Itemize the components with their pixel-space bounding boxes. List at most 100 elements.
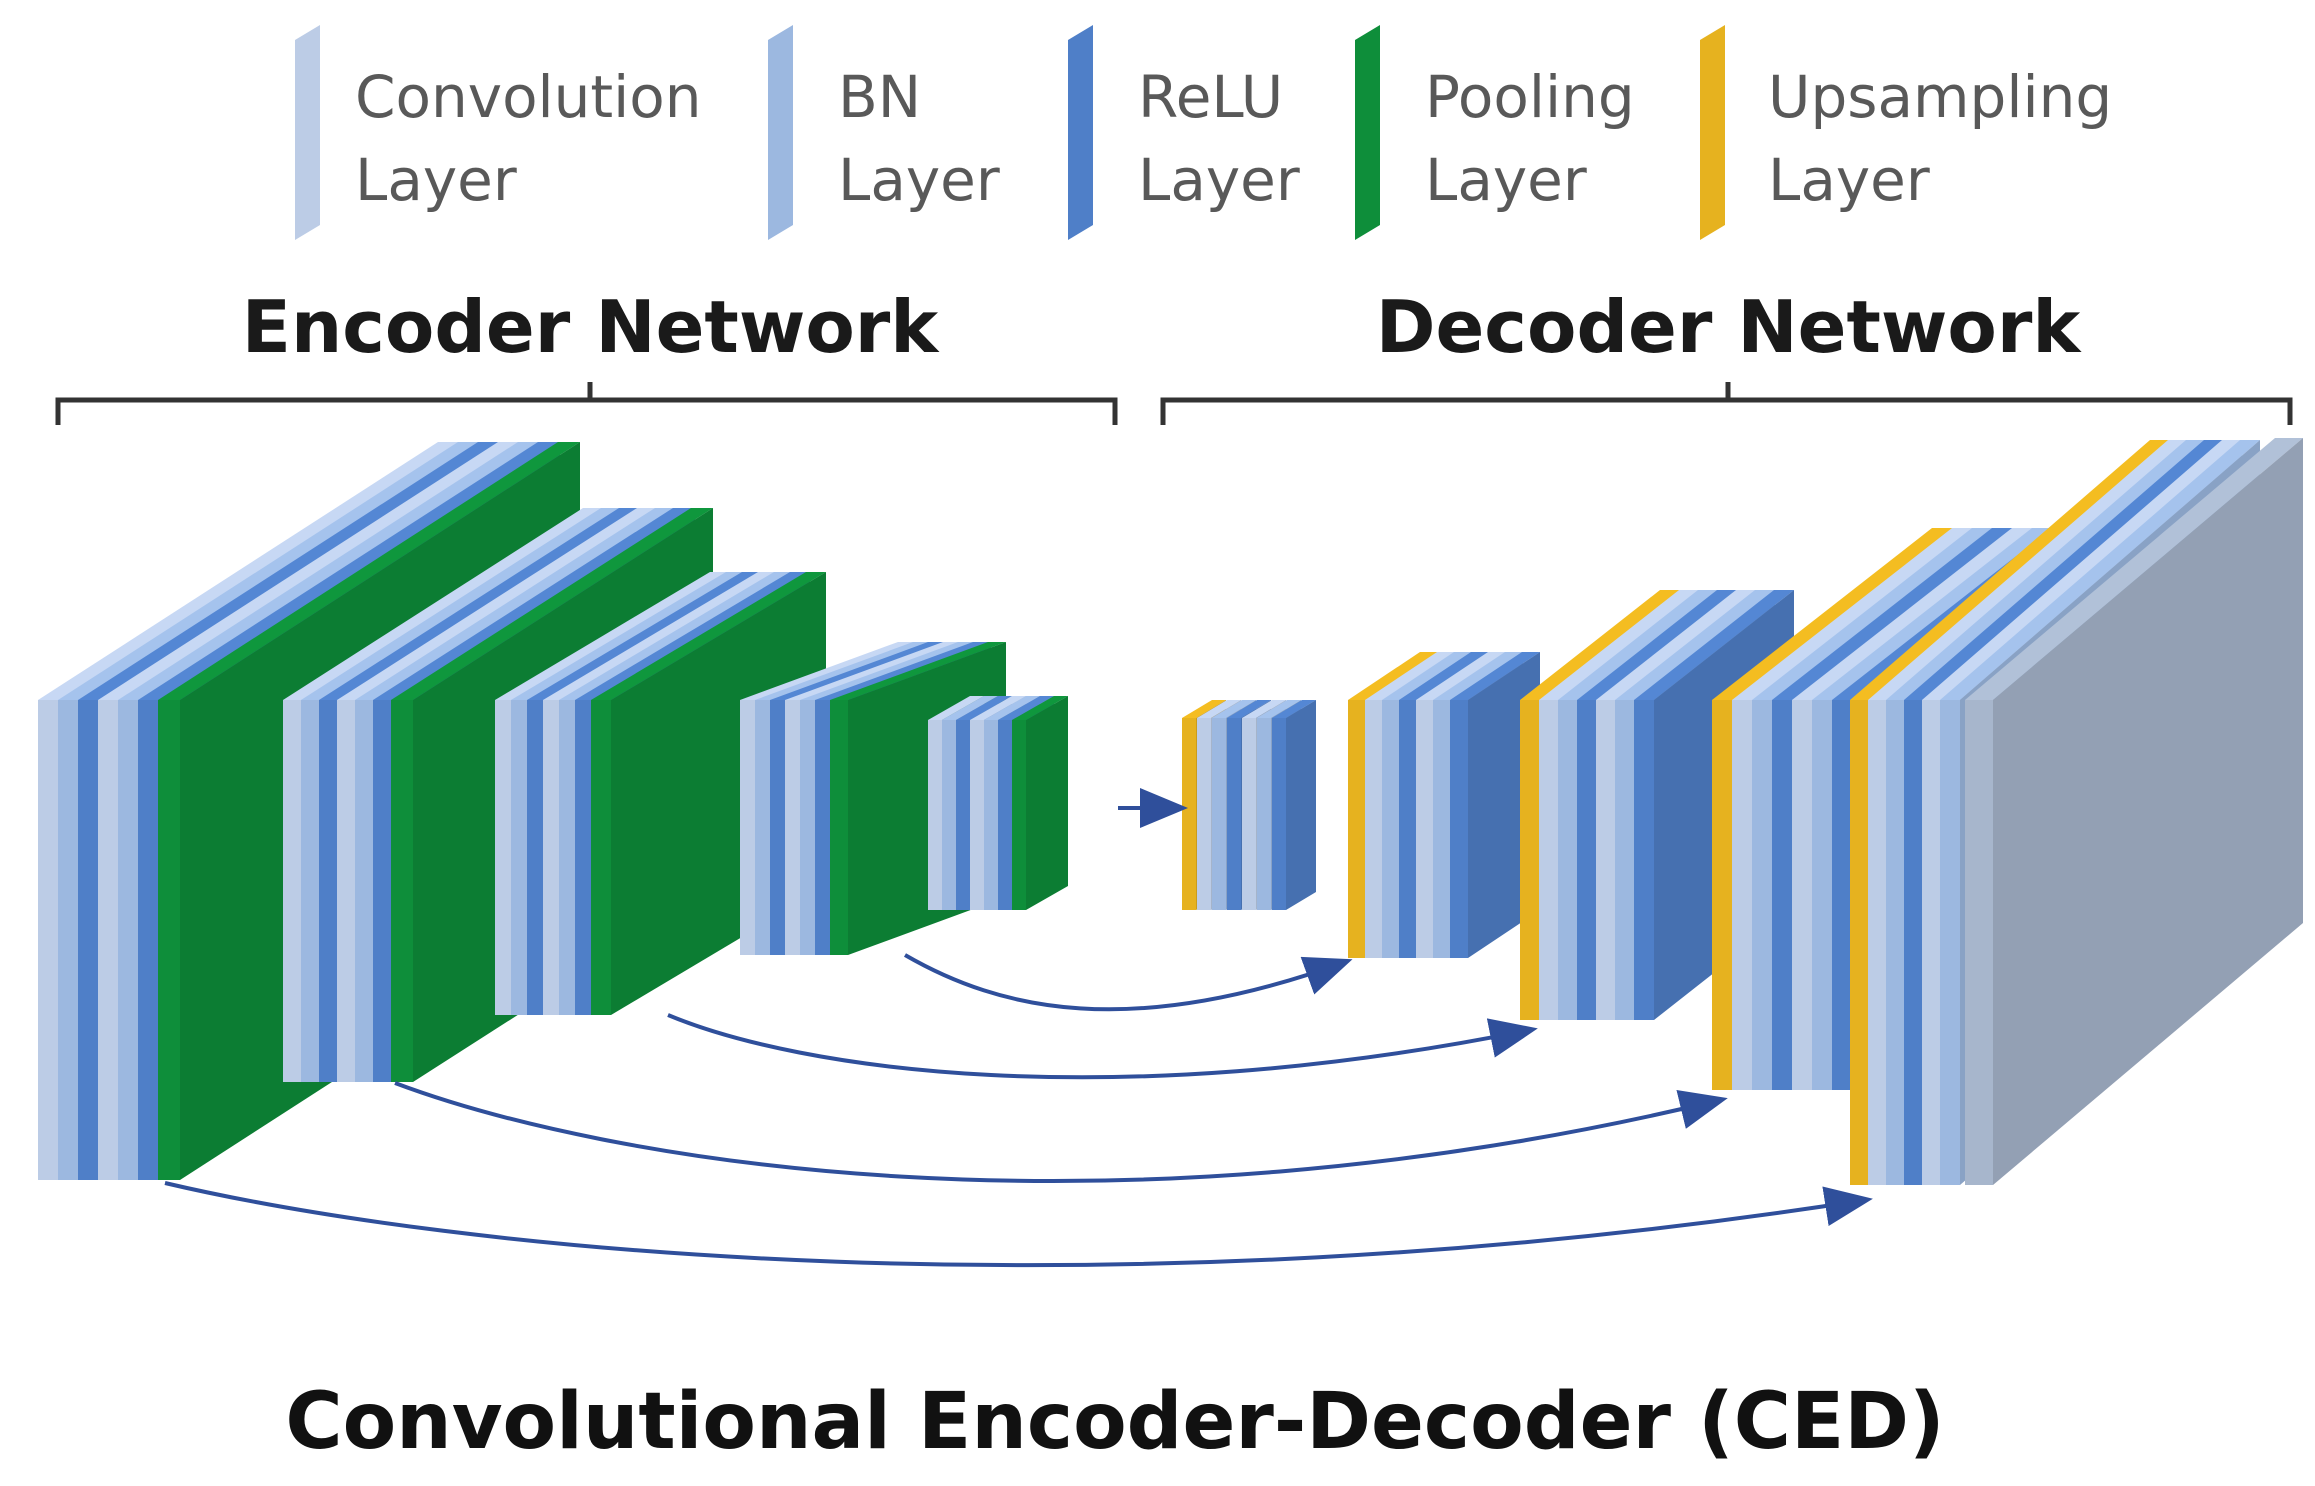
decoder-block-1-layer-7-front: [1272, 718, 1286, 910]
skip-connections: [164, 788, 1873, 1268]
decoder-block-4-layer-4-front: [1772, 700, 1794, 1090]
encoder-block-3-layer-1-top: [495, 572, 730, 700]
encoder-network-heading: Encoder Network: [242, 285, 941, 369]
decoder-block-4-layer-2-front: [1732, 700, 1754, 1090]
decoder-block-4-layer-7-front: [1832, 700, 1854, 1090]
encoder-block-2-layer-3-top: [319, 508, 641, 700]
encoder-block-3-layer-7-front: [591, 700, 611, 1015]
encoder-block-5-layer-1-front: [928, 720, 942, 910]
encoder-block-1-layer-1-top: [38, 442, 460, 700]
legend-item-relu: ReLU Layer: [1068, 25, 1300, 240]
decoder-block-4-layer-6-top: [1812, 528, 2054, 700]
skip-connection-2: [667, 1013, 1538, 1080]
legend-label-relu-line1: ReLU: [1138, 63, 1283, 131]
decoder-block-3-layer-3-front: [1558, 700, 1578, 1020]
decoder-block-1-layer-4-top: [1227, 700, 1271, 718]
encoder-block-1-layer-6-top: [138, 442, 560, 700]
decoder-block-3-layer-2-front: [1539, 700, 1559, 1020]
decoder-block-1-layer-5-top: [1242, 700, 1286, 718]
decoder-block-4-layer-1-top: [1712, 528, 1954, 700]
decoder-block-5-layer-2-front: [1868, 700, 1888, 1185]
encoder-block-4-layer-1-top: [740, 642, 916, 700]
decoder-block-3-layer-1-top: [1520, 590, 1680, 700]
decoder-block-2-layer-6-front: [1433, 700, 1451, 958]
encoder-block-4-layer-2-front: [755, 700, 773, 955]
decoder-block-2-layer-2-front: [1365, 700, 1383, 958]
legend-item-pooling: Pooling Layer: [1355, 25, 1635, 240]
encoder-block-2-layer-2-front: [301, 700, 323, 1082]
encoder-block-3-layer-2-front: [511, 700, 531, 1015]
skip-connection-1: [903, 953, 1353, 1012]
encoder-block-5-layer-6-front: [998, 720, 1012, 910]
decoder-block-3-layer-7-front: [1634, 700, 1654, 1020]
layer-stacks: [38, 438, 2303, 1185]
decoder-block-3-layer-6-top: [1615, 590, 1775, 700]
decoder-block-1-layer-3-front: [1212, 718, 1226, 910]
legend-swatch-pooling: [1355, 25, 1380, 240]
output-block-side: [1993, 438, 2303, 1185]
encoder-block-3-layer-5-front: [559, 700, 579, 1015]
decoder-block-3-layer-3-top: [1558, 590, 1718, 700]
encoder-block-4-layer-4-front: [785, 700, 803, 955]
decoder-block-3-layer-5-front: [1596, 700, 1616, 1020]
encoder-block-4-layer-2-top: [755, 642, 931, 700]
encoder-block-4-layer-3-front: [770, 700, 788, 955]
encoder-block-1-layer-5-front: [118, 700, 140, 1180]
encoder-block-5-layer-5-front: [984, 720, 998, 910]
decoder-block-2-layer-6-top: [1433, 652, 1523, 700]
encoder-block-2-layer-3-front: [319, 700, 341, 1082]
encoder-block-4-layer-3-top: [770, 642, 946, 700]
encoder-block-3-layer-4-top: [543, 572, 778, 700]
decoder-block-5-layer-3-top: [1886, 440, 2206, 700]
decoder-block-2-layer-1-front: [1348, 700, 1366, 958]
decoder-block-3-layer-6-front: [1615, 700, 1635, 1020]
encoder-block-1-layer-2-top: [58, 442, 480, 700]
decoder-block-3-layer-7-top: [1634, 590, 1794, 700]
encoder-block-1-layer-7-top: [158, 442, 580, 700]
decoder-block-5-layer-1-top: [1850, 440, 2170, 700]
decoder-block-1-layer-2-front: [1197, 718, 1211, 910]
decoder-block-1-layer-5-front: [1242, 718, 1256, 910]
decoder-block-1-layer-7-side: [1286, 700, 1316, 910]
encoder-block-3-layer-4-front: [543, 700, 563, 1015]
encoder-block-3-layer-3-top: [527, 572, 762, 700]
legend-swatch-upsampling: [1700, 25, 1725, 240]
skip-connection-4: [164, 1181, 1873, 1268]
encoder-block-5-layer-7-top: [1012, 696, 1068, 720]
decoder-block-4-layer-4-top: [1772, 528, 2014, 700]
decoder-block-4-layer-1-front: [1712, 700, 1734, 1090]
decoder-network-heading: Decoder Network: [1376, 285, 2083, 369]
legend-item-convolution: Convolution Layer: [295, 25, 702, 240]
decoder-block-3-layer-5-top: [1596, 590, 1756, 700]
decoder-bracket: [1160, 382, 2293, 425]
encoder-block-1-layer-2-front: [58, 700, 80, 1180]
encoder-block-2-layer-4-front: [337, 700, 359, 1082]
encoder-block-2-layer-7-top: [391, 508, 713, 700]
decoder-block-4-layer-5-front: [1792, 700, 1814, 1090]
legend-label-relu-line2: Layer: [1138, 146, 1300, 214]
decoder-block-5-layer-6-front: [1940, 700, 1960, 1185]
decoder-block-1-layer-2-top: [1197, 700, 1241, 718]
legend-label-bn-line1: BN: [838, 63, 921, 131]
decoder-block-4-layer-5-top: [1792, 528, 2034, 700]
decoder-block-2-layer-1-top: [1348, 652, 1438, 700]
decoder-block-3-layer-4-front: [1577, 700, 1597, 1020]
encoder-block-4-layer-6-front: [815, 700, 833, 955]
encoder-block-1-layer-3-front: [78, 700, 100, 1180]
legend-label-upsampling-line2: Layer: [1768, 146, 1930, 214]
legend-item-bn: BN Layer: [768, 25, 1000, 240]
encoder-block-5-layer-3-front: [956, 720, 970, 910]
decoder-block-4-layer-3-front: [1752, 700, 1774, 1090]
encoder-block-1-layer-1-front: [38, 700, 60, 1180]
legend-label-convolution-line2: Layer: [355, 146, 517, 214]
legend-label-upsampling-line1: Upsampling: [1768, 63, 2112, 131]
encoder-block-1-layer-6-front: [138, 700, 160, 1180]
encoder-block-5-layer-7-side: [1026, 696, 1068, 910]
skip-connection-3: [394, 1081, 1728, 1183]
encoder-block-3-layer-1-front: [495, 700, 515, 1015]
encoder-block-2-layer-2-top: [301, 508, 623, 700]
encoder-bracket: [55, 382, 1118, 425]
encoder-block-5-layer-6-top: [998, 696, 1054, 720]
encoder-block-2-layer-6-top: [373, 508, 695, 700]
decoder-block-2-layer-3-top: [1382, 652, 1472, 700]
